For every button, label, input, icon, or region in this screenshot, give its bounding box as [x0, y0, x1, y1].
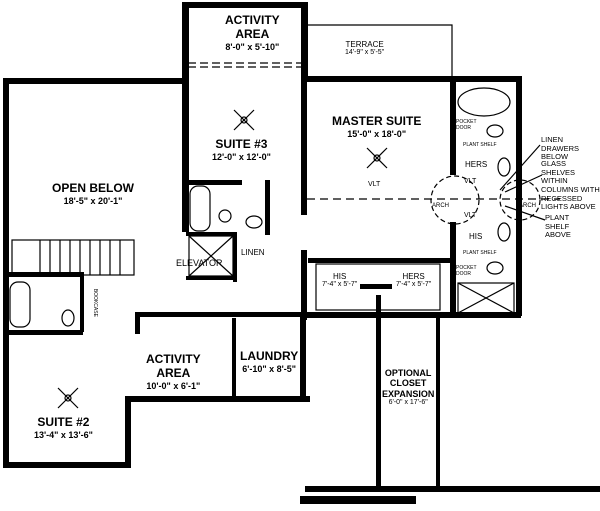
elevator-label: ELEVATOR	[176, 258, 223, 268]
bath-hers-label: HERS	[465, 160, 488, 169]
vault-ceiling-label: VLT	[368, 181, 381, 188]
vault-ceiling-label: VLT	[464, 178, 477, 185]
vault-ceiling-label: VLT	[464, 212, 477, 219]
note-linen-drawers: LINEN DRAWERS BELOW	[541, 135, 580, 162]
arch-label: ARCH	[432, 203, 450, 209]
pocket-door-label: POCKET DOOR	[456, 119, 477, 131]
plant-shelf-label: PLANT SHELF	[463, 250, 497, 256]
pocket-door-label: POCKET DOOR	[456, 265, 477, 277]
linen-label: LINEN	[241, 248, 265, 257]
note-glass-shelves: GLASS SHELVES WITHIN COLUMNS WITH RECESS…	[541, 159, 600, 212]
plant-shelf-label: PLANT SHELF	[463, 142, 497, 148]
arch-label: ARCH	[519, 203, 537, 209]
bookcase-label: BOOKCASE	[91, 288, 98, 317]
note-plant-shelf-above: PLANT SHELF ABOVE	[545, 213, 571, 240]
bath-his-label: HIS	[469, 232, 483, 241]
